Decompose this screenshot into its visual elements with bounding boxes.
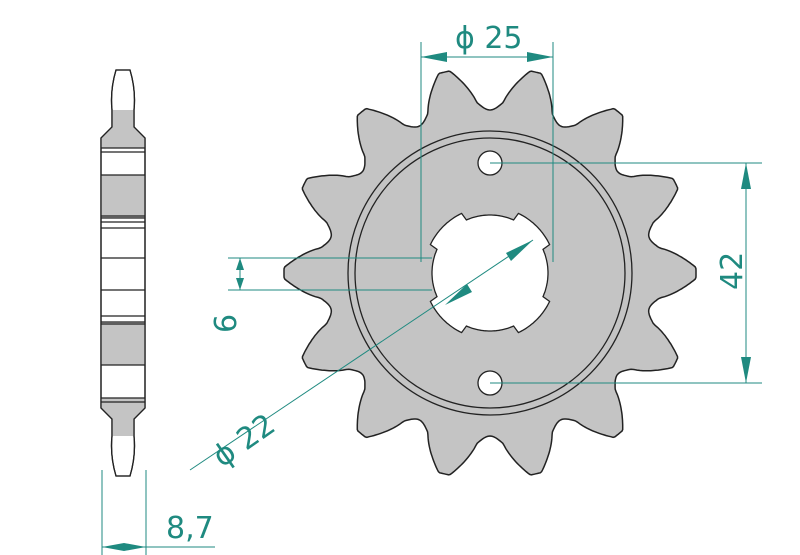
splined-bore <box>429 212 551 334</box>
key-width-label: 6 <box>209 314 244 333</box>
side-outline <box>100 69 146 477</box>
bore-diameter-label: ϕ 25 <box>455 21 523 56</box>
hole-spacing-label: 42 <box>715 252 750 290</box>
root-diameter-label: ϕ 22 <box>207 407 282 474</box>
hub-ring-inner <box>354 137 626 409</box>
side-shaded-band <box>101 110 145 148</box>
thickness-label: 8,7 <box>166 511 214 546</box>
side-shaded-band <box>101 175 145 218</box>
side-view <box>100 69 146 477</box>
hub-ring-outer <box>347 130 633 416</box>
side-shaded-band <box>101 398 145 436</box>
side-shaded-band <box>101 322 145 365</box>
dimensions <box>101 42 762 555</box>
front-view <box>283 70 697 476</box>
